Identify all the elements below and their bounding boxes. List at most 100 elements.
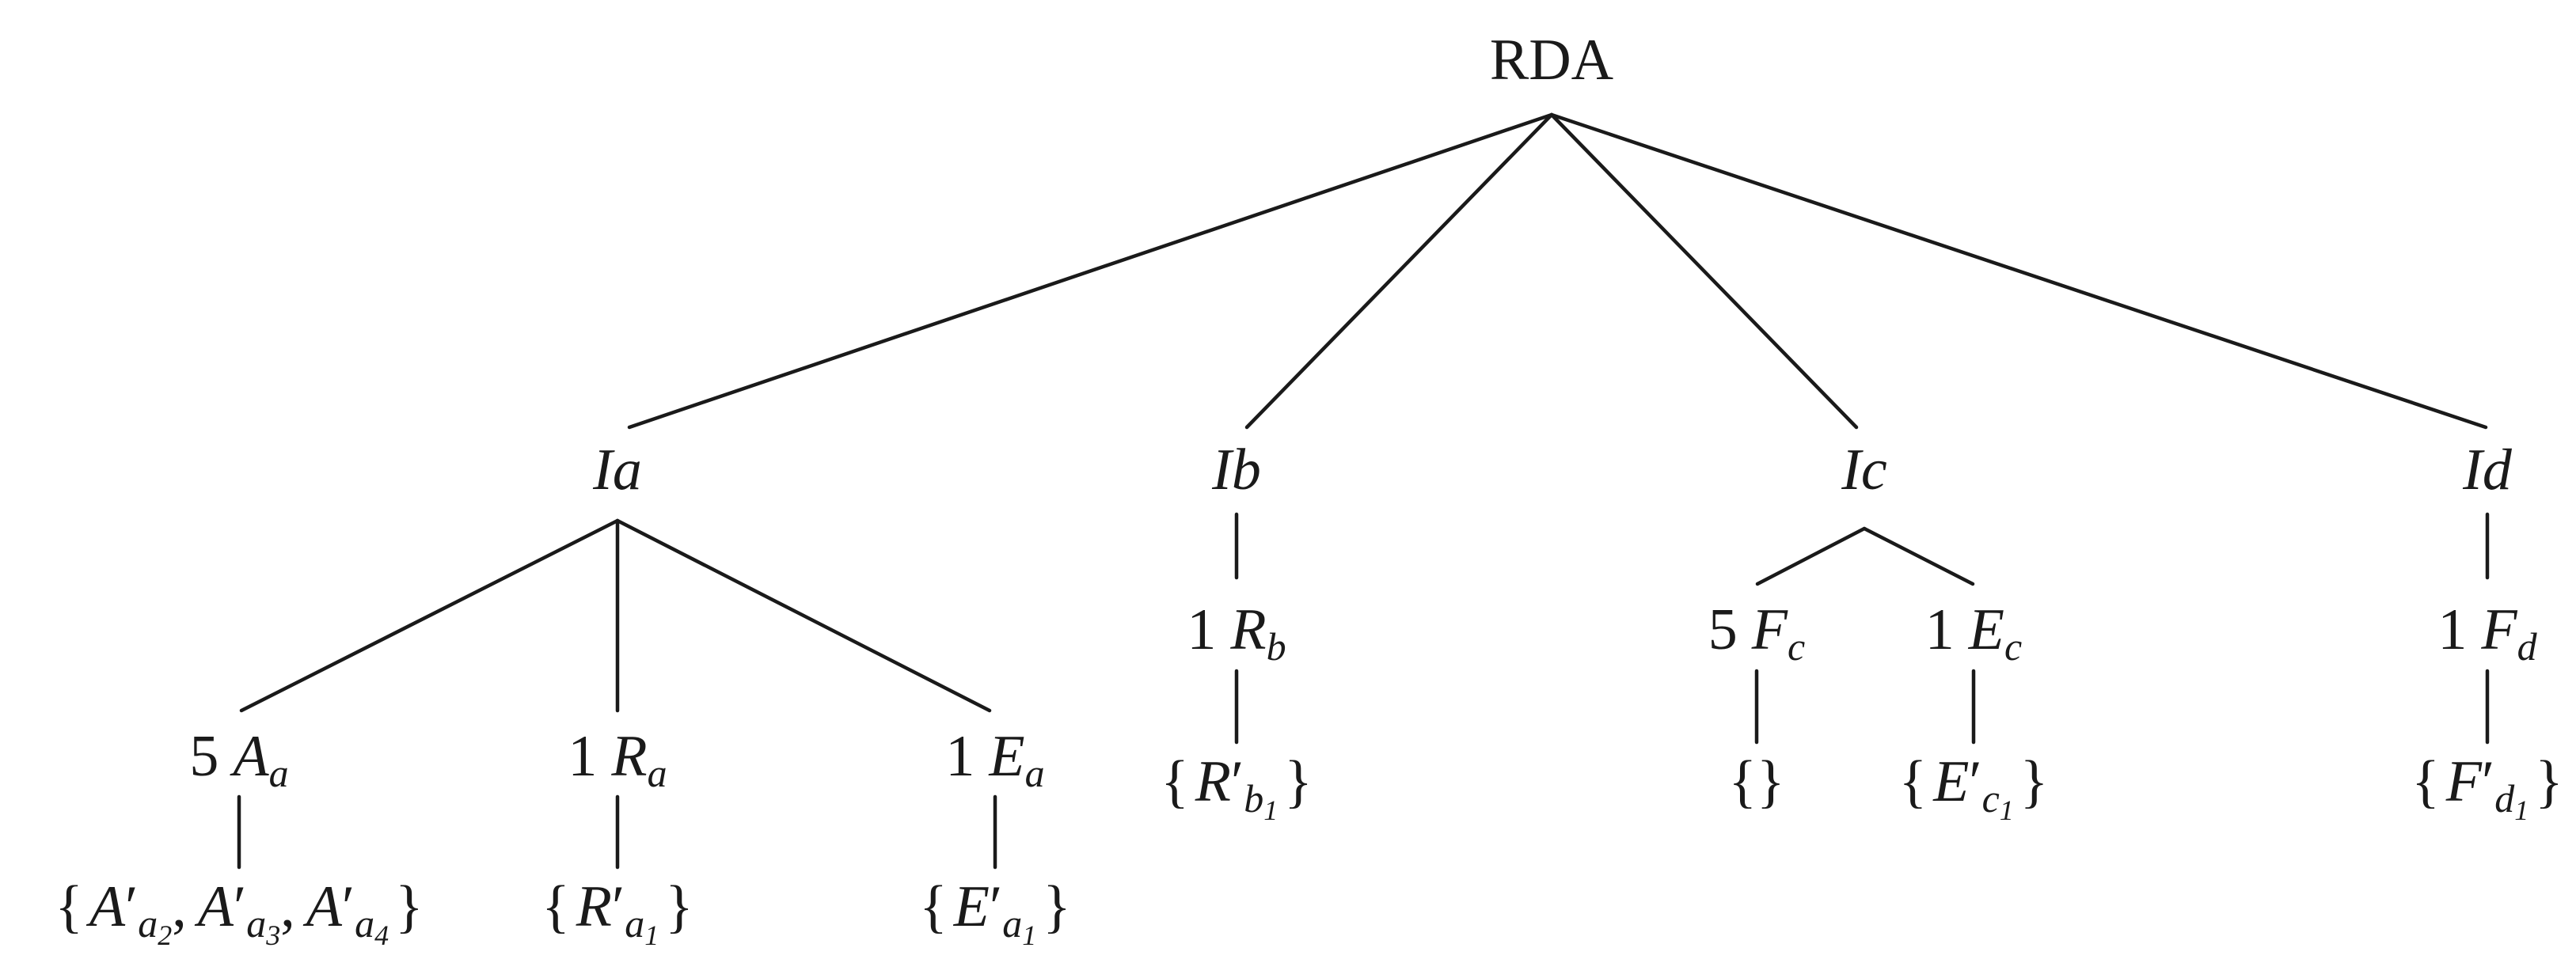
set-rb-prime: {R′b1} <box>1161 749 1312 826</box>
count: 1 <box>2437 597 2467 662</box>
count: 5 <box>189 724 218 789</box>
symbol: F <box>1751 597 1788 662</box>
set-fc-empty: {} <box>1728 749 1784 814</box>
symbol: E <box>1932 749 1969 814</box>
node-ib: Ib <box>1211 438 1261 502</box>
edge-ia-ea <box>615 518 992 713</box>
prime: ′ <box>1231 749 1244 814</box>
brace-close: } <box>665 874 693 939</box>
node-id: Id <box>2462 438 2513 502</box>
symbol: E <box>1968 597 2004 662</box>
count: 1 <box>1925 597 1955 662</box>
comma: , <box>280 874 295 939</box>
brace-open: { <box>2411 749 2440 814</box>
root-node-rda: RDA <box>1490 28 1613 93</box>
edge-root-ic <box>1549 112 1859 430</box>
node-id-main: I <box>2462 438 2485 502</box>
prime: ′ <box>125 874 138 939</box>
symbol: R <box>610 724 647 789</box>
node-ia: Ia <box>592 438 642 502</box>
subscript: c <box>1788 624 1805 669</box>
edge-root-id <box>1549 112 2488 430</box>
prime: ′ <box>612 874 625 939</box>
brace-open: { <box>1728 749 1757 814</box>
prime: ′ <box>990 874 1002 939</box>
subscript: d <box>2494 776 2515 821</box>
subscript: a <box>246 901 266 946</box>
brace-open: { <box>919 874 948 939</box>
symbol: R <box>576 874 612 939</box>
node-ib-letter: b <box>1232 438 1261 502</box>
set-ra-prime: {R′a1} <box>541 874 693 951</box>
set-ea-prime: {E′a1} <box>919 874 1070 951</box>
subscript: a <box>138 901 158 946</box>
symbol: A <box>302 874 343 939</box>
symbol: R <box>1229 597 1266 662</box>
prime: ′ <box>1969 749 1981 814</box>
node-ia-main: I <box>592 438 615 502</box>
edge-root-ia <box>627 112 1554 430</box>
count: 1 <box>945 724 975 789</box>
subscript: c <box>2004 624 2022 669</box>
node-ia-letter: a <box>613 438 642 502</box>
index: 1 <box>1263 794 1278 826</box>
brace-close: } <box>1284 749 1313 814</box>
symbol: R <box>1195 749 1231 814</box>
comma: , <box>172 874 187 939</box>
node-ic: Ic <box>1841 438 1887 502</box>
brace-close: } <box>395 874 424 939</box>
symbol: E <box>953 874 990 939</box>
brace-open: { <box>55 874 83 939</box>
count: 5 <box>1708 597 1738 662</box>
prime: ′ <box>342 874 355 939</box>
node-ic-letter: c <box>1861 438 1887 502</box>
subscript: b <box>1244 776 1263 821</box>
subscript: a <box>648 751 667 795</box>
node-id-letter: d <box>2483 438 2513 502</box>
symbol: F <box>2480 597 2517 662</box>
tree-edges <box>237 112 2490 870</box>
index: 1 <box>644 919 659 951</box>
brace-open: { <box>541 874 570 939</box>
set-ec-prime: {E′c1} <box>1899 749 2049 826</box>
index: 2 <box>158 919 172 951</box>
symbol: A <box>229 724 269 789</box>
prime: ′ <box>234 874 246 939</box>
index: 1 <box>2000 794 2014 826</box>
edge-ia-aa <box>239 518 620 713</box>
count: 1 <box>1187 597 1216 662</box>
index: 1 <box>2514 794 2529 826</box>
subscript: a <box>1002 901 1022 946</box>
subscript: b <box>1267 624 1286 669</box>
count: 1 <box>568 724 597 789</box>
subscript: d <box>2517 624 2538 669</box>
symbol: A <box>85 874 126 939</box>
symbol: A <box>194 874 234 939</box>
edge-root-ib <box>1244 112 1554 430</box>
index: 3 <box>265 919 280 951</box>
node-ic-main: I <box>1841 438 1864 502</box>
prime: ′ <box>2482 749 2494 814</box>
index: 1 <box>1022 919 1036 951</box>
symbol: E <box>988 724 1024 789</box>
brace-close: } <box>1043 874 1071 939</box>
set-fd-prime: {F′d1} <box>2411 749 2563 826</box>
edge-ic-fc <box>1755 526 1867 586</box>
subscript: a <box>355 901 374 946</box>
symbol: F <box>2445 749 2483 814</box>
index: 4 <box>374 919 389 951</box>
subscript: a <box>269 751 289 795</box>
subscript: a <box>1025 751 1045 795</box>
brace-close: } <box>1757 749 1785 814</box>
subscript: a <box>625 901 644 946</box>
brace-open: { <box>1161 749 1189 814</box>
edge-ic-ec <box>1862 526 1975 586</box>
brace-close: } <box>2535 749 2563 814</box>
